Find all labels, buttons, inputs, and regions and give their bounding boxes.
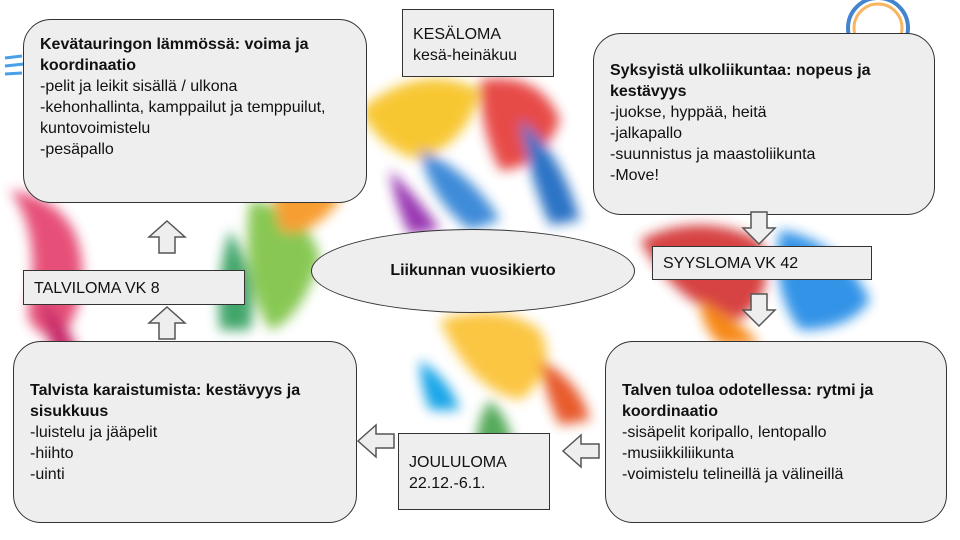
winter-item: -hiihto	[30, 445, 74, 462]
season-card-winter: Talvista karaistumista: kestävyys ja sis…	[13, 341, 357, 523]
winter-item: -luistelu ja jääpelit	[30, 424, 158, 441]
arrow-left-icon	[356, 423, 395, 459]
center-ellipse: Liikunnan vuosikierto	[311, 229, 635, 313]
autumn-item: -Move!	[610, 167, 659, 184]
arrow-up-icon	[147, 305, 187, 340]
holiday-christmas-date: 22.12.-6.1.	[409, 475, 486, 492]
holiday-autumn: SYYSLOMA VK 42	[652, 246, 872, 280]
autumn-title: Syksyistä ulkoliikuntaa: nopeus ja kestä…	[610, 62, 871, 100]
early-winter-title: Talven tuloa odotellessa: rytmi ja koord…	[622, 382, 874, 420]
spring-item: -pelit ja leikit sisällä / ulkona	[40, 78, 238, 95]
early-winter-item: -sisäpelit koripallo, lentopallo	[622, 424, 827, 441]
holiday-autumn-name: SYYSLOMA VK 42	[663, 255, 799, 272]
arrow-left-icon	[561, 433, 600, 469]
autumn-item: -jalkapallo	[610, 125, 683, 142]
season-card-spring: Kevätauringon lämmössä: voima ja koordin…	[23, 19, 367, 203]
spring-item: -kehonhallinta, kamppailut ja temppuilut…	[40, 99, 326, 137]
arrow-down-icon	[741, 211, 777, 246]
season-card-autumn: Syksyistä ulkoliikuntaa: nopeus ja kestä…	[593, 33, 935, 215]
spring-title: Kevätauringon lämmössä: voima ja koordin…	[40, 36, 309, 74]
autumn-item: -juokse, hyppää, heitä	[610, 104, 767, 121]
spring-item: -pesäpallo	[40, 141, 114, 158]
winter-title: Talvista karaistumista: kestävyys ja sis…	[30, 382, 301, 420]
holiday-christmas-name: JOULULOMA	[409, 454, 507, 471]
holiday-summer-name: KESÄLOMA	[413, 26, 502, 43]
center-title: Liikunnan vuosikierto	[390, 262, 556, 279]
winter-item: -uinti	[30, 466, 65, 483]
arrow-up-icon	[147, 219, 187, 254]
holiday-summer: KESÄLOMA kesä-heinäkuu	[402, 9, 554, 77]
holiday-winter-name: TALVILOMA VK 8	[34, 280, 160, 297]
holiday-summer-date: kesä-heinäkuu	[413, 47, 518, 64]
early-winter-item: -voimistelu telineillä ja välineillä	[622, 466, 844, 483]
holiday-winter: TALVILOMA VK 8	[23, 270, 245, 305]
early-winter-item: -musiikkiliikunta	[622, 445, 735, 462]
season-card-early-winter: Talven tuloa odotellessa: rytmi ja koord…	[605, 341, 947, 523]
arrow-down-icon	[741, 293, 777, 328]
autumn-item: -suunnistus ja maastoliikunta	[610, 146, 816, 163]
holiday-christmas: JOULULOMA 22.12.-6.1.	[398, 433, 550, 510]
